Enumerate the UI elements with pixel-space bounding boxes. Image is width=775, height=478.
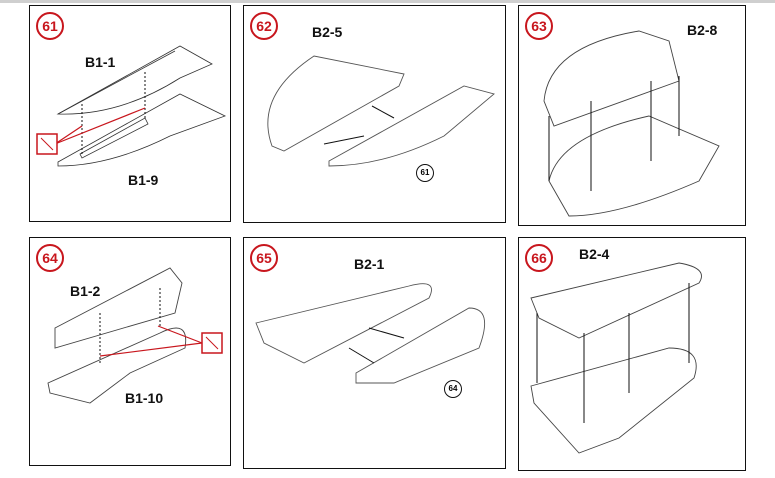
- part-label: B1-2: [70, 283, 101, 299]
- part-label: B2-4: [579, 246, 610, 262]
- part-label: B1-1: [85, 54, 116, 70]
- step-reference: 64: [444, 380, 462, 398]
- step-63-panel: 63 B2-8: [518, 5, 746, 226]
- step-number: 64: [36, 244, 64, 272]
- step-66-panel: 66 B2-4: [518, 237, 746, 471]
- step-62-panel: 62 B2-5 61: [243, 5, 506, 223]
- part-label: B2-5: [312, 24, 343, 40]
- wing-diagram: [530, 262, 702, 454]
- wing-diagram: [543, 30, 720, 217]
- scan-edge: [0, 0, 775, 3]
- wing-diagram: [255, 283, 486, 384]
- step-number: 63: [525, 12, 553, 40]
- step-64-panel: 64 B1-2 B1-10: [29, 237, 231, 466]
- step-reference: 61: [416, 164, 434, 182]
- step-61-panel: 61 B1-1 B1-9: [29, 5, 231, 222]
- part-label: B1-10: [125, 390, 164, 406]
- wing-diagram: [267, 55, 495, 167]
- part-label: B1-9: [128, 172, 159, 188]
- part-label: B2-1: [354, 256, 385, 272]
- step-number: 66: [525, 244, 553, 272]
- wing-diagram: [36, 45, 227, 167]
- step-number: 62: [250, 12, 278, 40]
- part-label: B2-8: [687, 22, 718, 38]
- step-number: 61: [36, 12, 64, 40]
- step-65-panel: 65 B2-1 64: [243, 237, 506, 469]
- wing-diagram: [47, 267, 223, 404]
- step-number: 65: [250, 244, 278, 272]
